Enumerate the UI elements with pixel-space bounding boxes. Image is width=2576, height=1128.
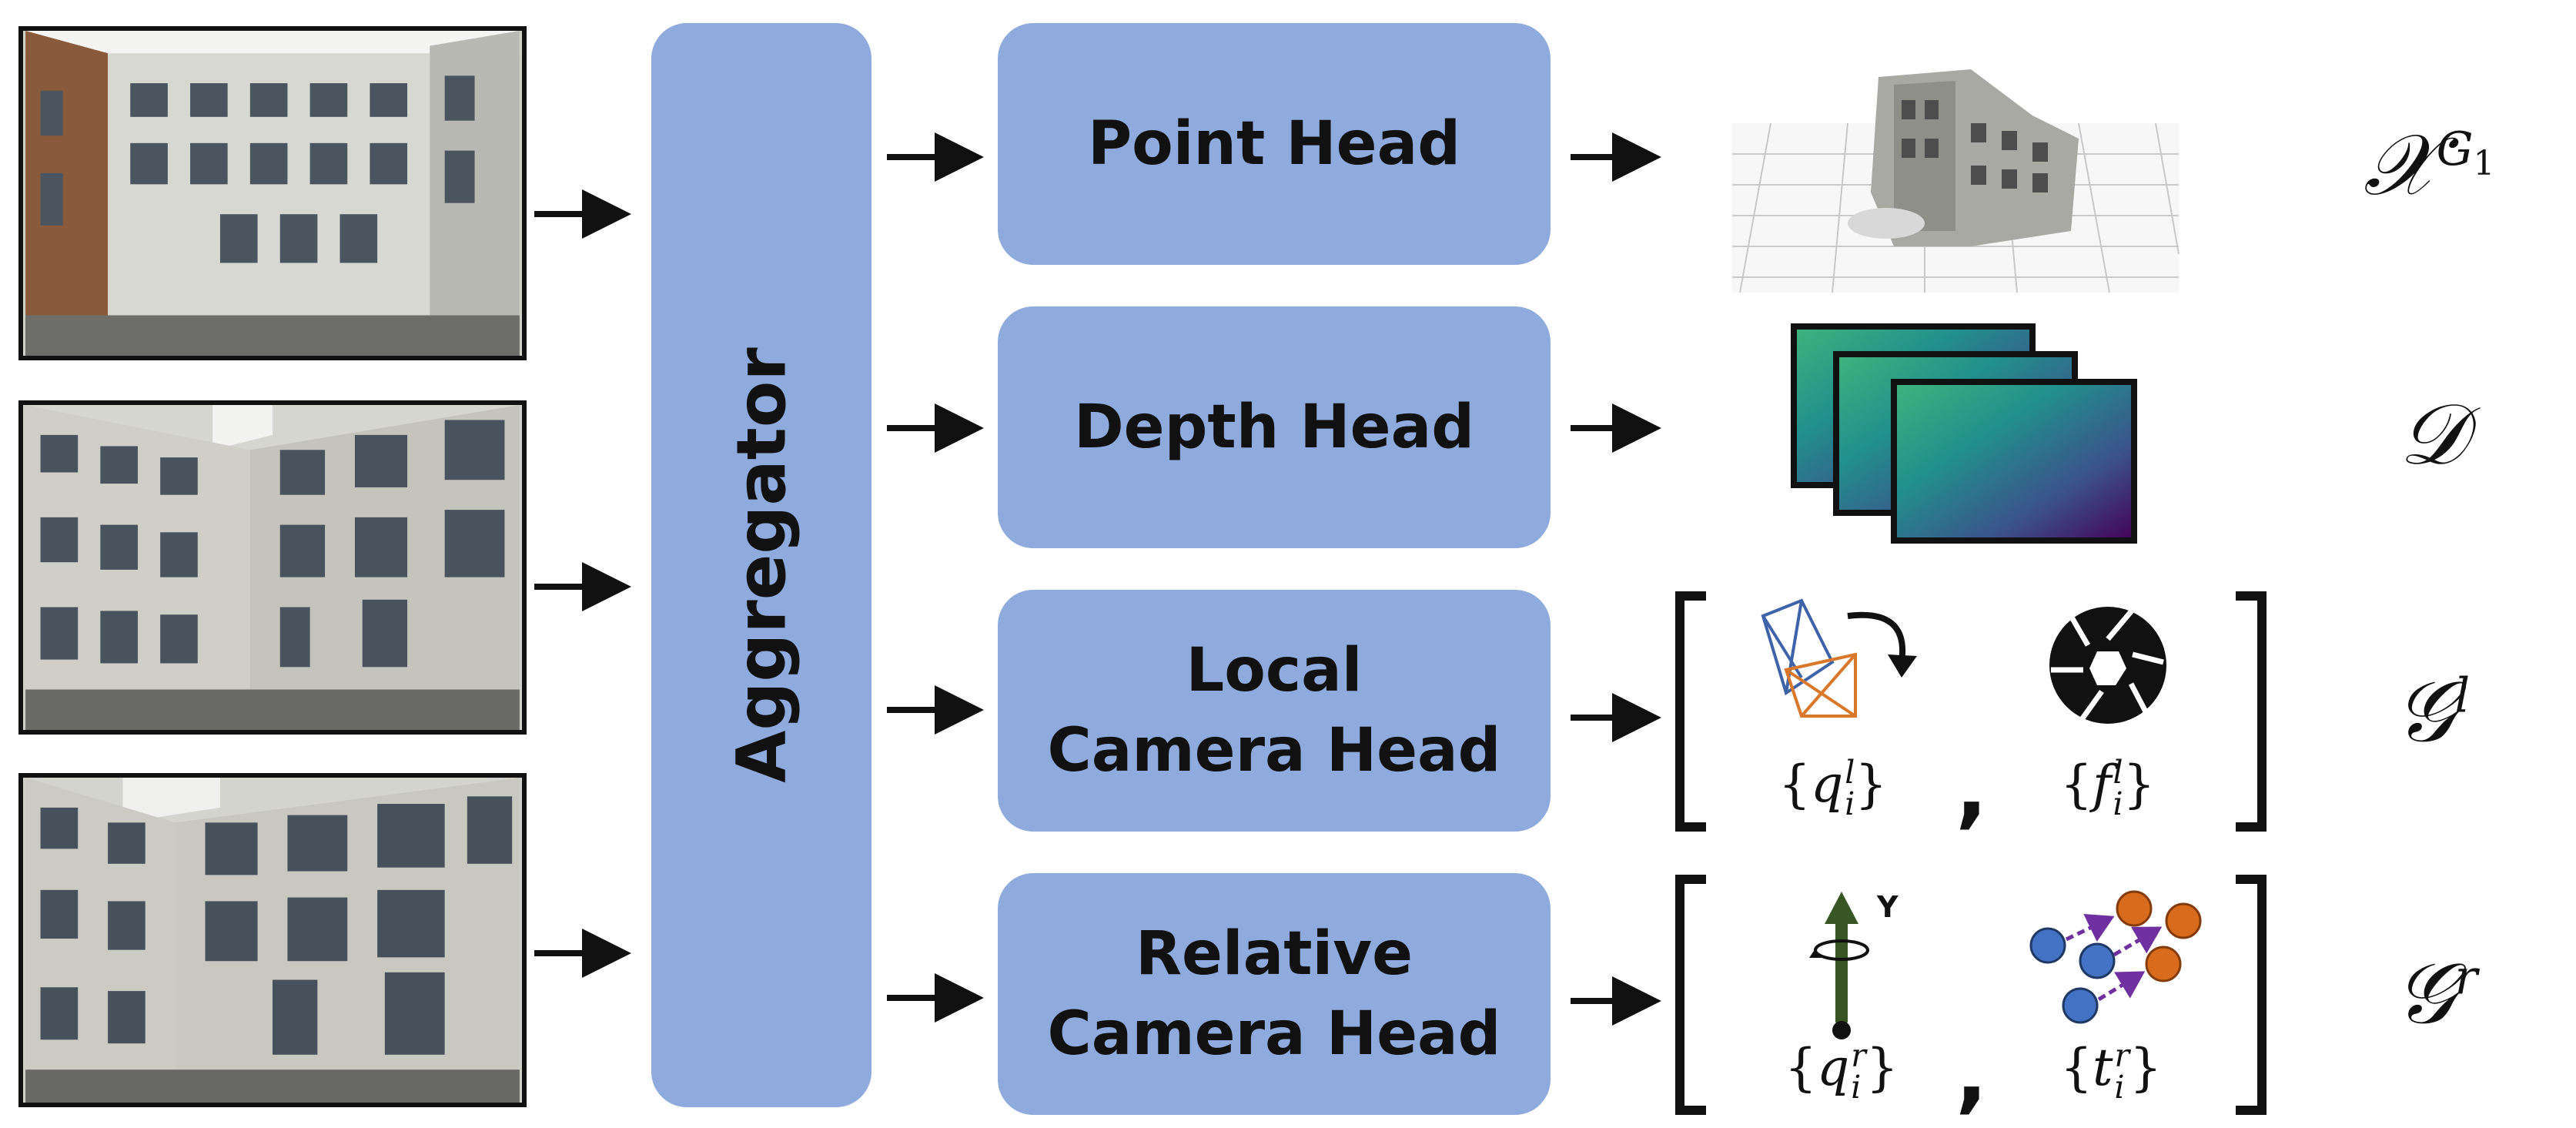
depth-head-label: Depth Head xyxy=(1073,393,1475,462)
relative-camera-right-bracket xyxy=(2236,875,2267,1115)
local-camera-head-box: Local Camera Head xyxy=(998,590,1551,832)
relative-camera-head-box: Relative Camera Head xyxy=(998,873,1551,1115)
depth-maps-icon xyxy=(1791,323,2137,544)
camera-rotation-icon xyxy=(1761,598,1917,718)
y-axis-label: Y xyxy=(1877,890,1899,924)
point-output-symbol: 𝒳G1 xyxy=(2364,115,2495,214)
courtyard-building-photo-icon xyxy=(25,778,520,1103)
depth-output-symbol: 𝒟 xyxy=(2399,385,2467,484)
y-axis-rotation-icon xyxy=(1809,892,1869,1039)
local-camera-output-symbol: 𝒢l xyxy=(2394,662,2471,761)
local-separator: , xyxy=(1955,739,1988,838)
relative-separator: , xyxy=(1955,1024,1988,1123)
point-head-box: Point Head xyxy=(998,23,1551,265)
relative-camera-head-label-line2: Camera Head xyxy=(1047,999,1501,1069)
local-camera-right-bracket xyxy=(2236,591,2267,832)
local-camera-left-bracket xyxy=(1675,591,1706,832)
depth-head-box: Depth Head xyxy=(998,306,1551,548)
point-head-label: Point Head xyxy=(1087,109,1461,179)
aggregator-block: Aggregator xyxy=(651,23,871,1107)
point-cloud-icon xyxy=(1732,69,2180,293)
courtyard-building-photo-icon xyxy=(25,405,520,730)
local-camera-head-label-line1: Local xyxy=(1186,636,1363,705)
courtyard-building-photo-icon xyxy=(25,31,520,356)
input-image-2 xyxy=(18,400,527,735)
relative-camera-head-label-line1: Relative xyxy=(1135,919,1413,989)
relative-camera-output-symbol: 𝒢r xyxy=(2394,944,2477,1043)
input-image-1 xyxy=(18,26,527,360)
point-translation-icon xyxy=(2029,890,2202,1024)
relative-camera-left-bracket xyxy=(1675,875,1706,1115)
local-camera-head-label-line2: Camera Head xyxy=(1047,716,1501,785)
input-image-3 xyxy=(18,773,527,1107)
aperture-icon xyxy=(2049,607,2166,726)
